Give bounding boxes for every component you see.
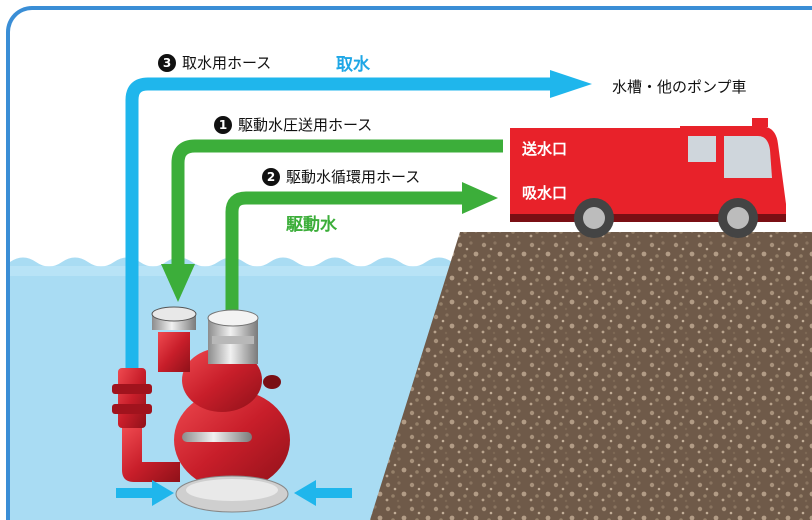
hose3-text: 取水用ホース (182, 54, 272, 72)
pump-icon (112, 306, 290, 513)
hose1-label: 1 駆動水圧送用ホース (214, 114, 372, 135)
outlet-label: 送水口 (522, 140, 568, 158)
arrow-icon (116, 480, 352, 506)
hose3-label: 3 取水用ホース (158, 52, 271, 73)
hose2 (225, 191, 470, 316)
circled-number-icon: 1 (214, 116, 232, 134)
intake-hose (125, 77, 556, 370)
circled-number-icon: 3 (158, 54, 176, 72)
ground (370, 232, 812, 520)
drive-water-label: 駆動水 (286, 215, 337, 235)
intake-water-label: 取水 (336, 55, 370, 75)
arrow-icon (161, 264, 195, 302)
fire-truck-icon (510, 118, 786, 238)
arrow-icon (550, 70, 592, 98)
hose1-text: 駆動水圧送用ホース (238, 116, 373, 134)
destination-label: 水槽・他のポンプ車 (612, 78, 747, 96)
hose1 (171, 139, 503, 270)
hose2-label: 2 駆動水循環用ホース (262, 166, 420, 187)
arrow-icon (462, 182, 498, 214)
inlet-label: 吸水口 (522, 184, 568, 202)
circled-number-icon: 2 (262, 168, 280, 186)
hose2-text: 駆動水循環用ホース (286, 168, 421, 186)
